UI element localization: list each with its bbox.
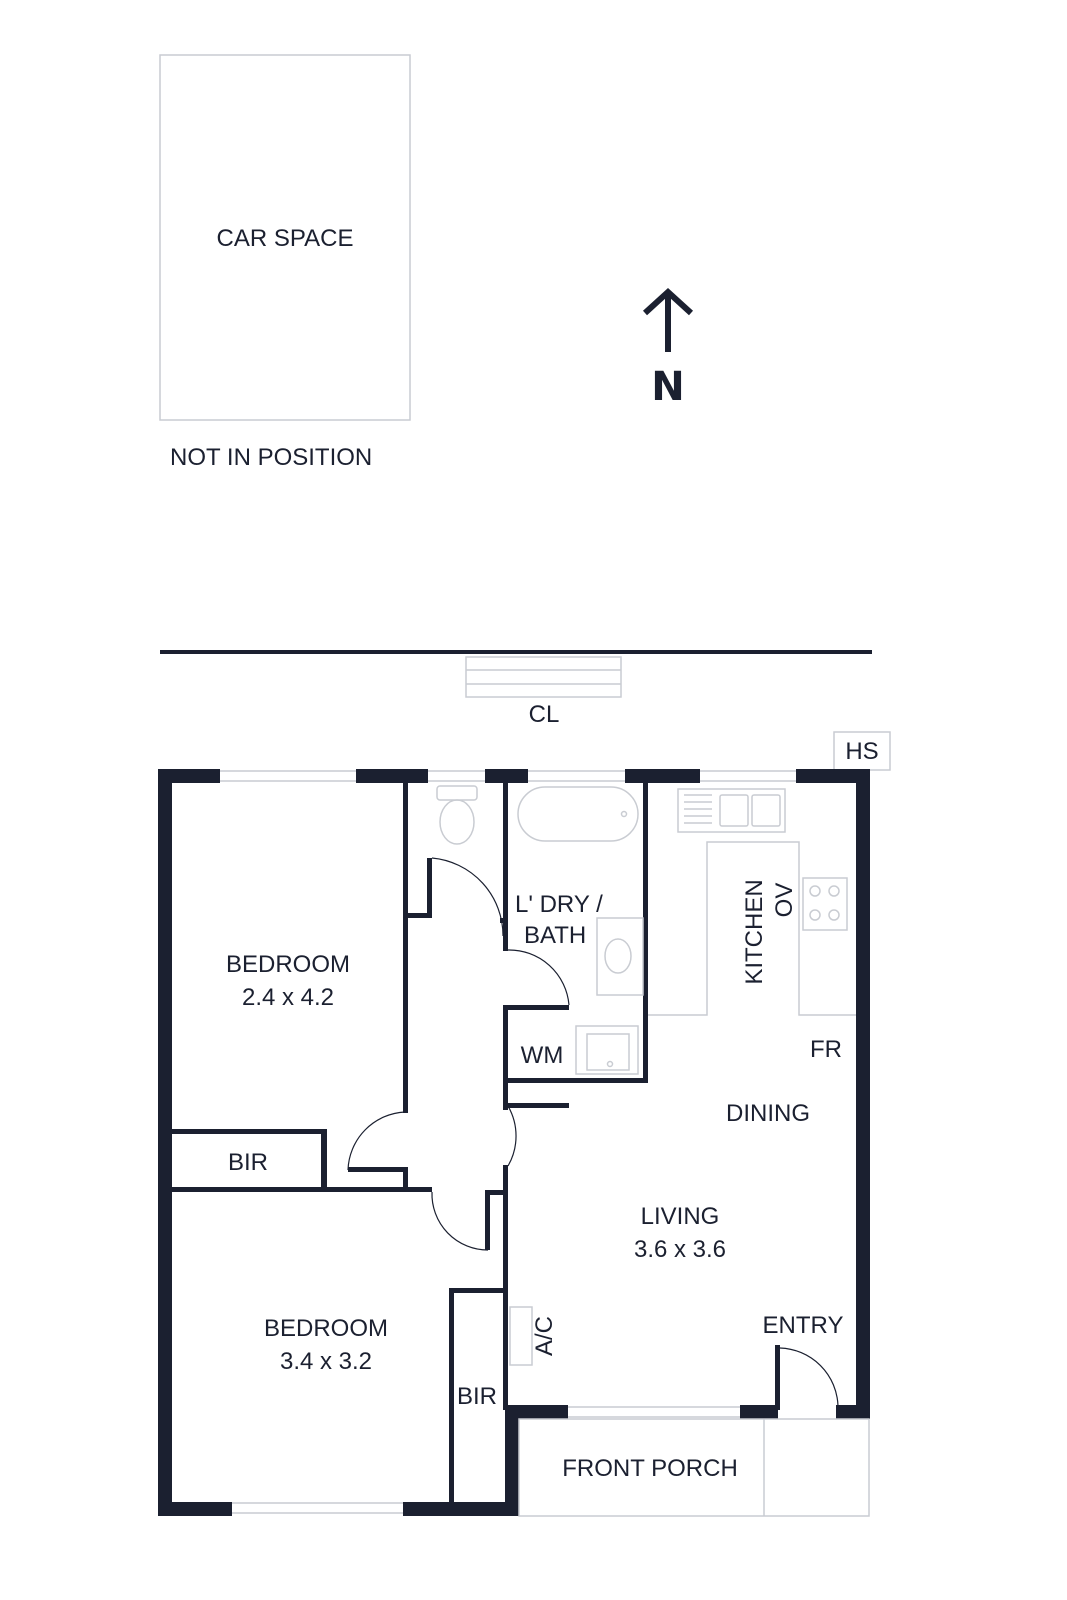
front-porch-area (518, 1418, 870, 1517)
living-size: 3.6 x 3.6 (634, 1236, 726, 1263)
cl-label: CL (529, 701, 560, 728)
kitchen-sink-icon (677, 788, 786, 833)
wm-label: WM (521, 1042, 564, 1069)
room-labels: L' DRY / BATH KITCHEN OV WM FR DINING LI… (226, 879, 843, 1482)
front-porch-label: FRONT PORCH (562, 1455, 738, 1482)
north-label: N (651, 364, 684, 410)
not-in-position-note: NOT IN POSITION (170, 444, 372, 471)
bir1-label: BIR (228, 1149, 268, 1176)
bir2-label: BIR (457, 1383, 497, 1410)
laundry-bath-label-2: BATH (524, 922, 586, 949)
cooktop-icon (802, 877, 848, 931)
vanity-basin-icon (596, 917, 644, 996)
north-arrow-icon (642, 287, 694, 352)
entry-label: ENTRY (763, 1312, 844, 1339)
laundry-tub-icon (575, 1025, 639, 1075)
fr-label: FR (810, 1036, 842, 1063)
toilet-icon (436, 785, 478, 845)
car-space-label: CAR SPACE (217, 225, 354, 252)
outer-walls (158, 769, 870, 1516)
interior-walls (172, 783, 780, 1502)
door-swings (347, 857, 839, 1407)
windows (220, 770, 798, 1514)
kitchen-label: KITCHEN (741, 879, 768, 984)
bedroom2-size: 3.4 x 3.2 (280, 1348, 372, 1375)
hs-label: HS (845, 738, 878, 765)
car-space: CAR SPACE NOT IN POSITION (159, 54, 411, 471)
living-label: LIVING (641, 1203, 720, 1230)
bedroom2-label: BEDROOM (264, 1315, 388, 1342)
bathtub-icon (517, 786, 639, 842)
bedroom1-size: 2.4 x 4.2 (242, 984, 334, 1011)
clothesline (465, 656, 622, 698)
kitchen-bench (648, 841, 856, 1016)
laundry-bath-label-1: L' DRY / (515, 891, 603, 918)
oven-label: OV (771, 883, 798, 918)
bedroom1-label: BEDROOM (226, 951, 350, 978)
ac-label: A/C (531, 1316, 558, 1356)
ac-unit (509, 1306, 533, 1366)
dining-label: DINING (726, 1100, 810, 1127)
